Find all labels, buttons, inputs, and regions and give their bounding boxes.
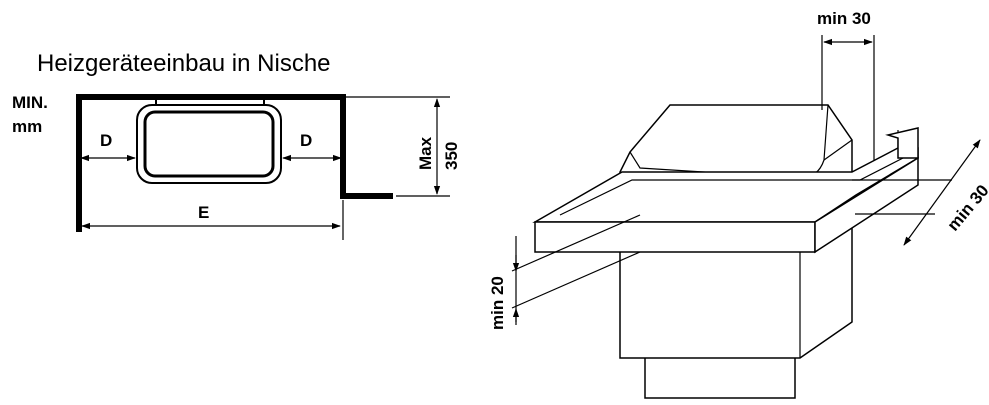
shelf-clearance-label: min 20 [488, 276, 507, 330]
min-label: MIN. [12, 93, 48, 112]
shelf-clearance-ext-bottom [511, 251, 641, 309]
side-clearance-dimension [903, 139, 981, 246]
niche-wall [76, 94, 393, 232]
shelf-inner-edge [559, 156, 906, 216]
height-label-max: Max [416, 136, 435, 170]
gap-right-label: D [300, 131, 312, 150]
shelf-front [534, 221, 816, 253]
shelf-clearance-ext-top [511, 214, 641, 272]
height-label-value: 350 [442, 142, 461, 170]
side-clearance-label: min 30 [944, 181, 989, 234]
niche-figure: Heizgeräteeinbau in Nische MIN. mm D D E… [12, 50, 461, 240]
width-label: E [198, 203, 209, 222]
unit-label: mm [12, 117, 42, 136]
gap-left-label: D [100, 131, 112, 150]
niche-title: Heizgeräteeinbau in Nische [37, 50, 331, 77]
heater-inner [143, 110, 275, 178]
heater-top-edge [823, 139, 853, 161]
shelf-figure: min 30 min 30 min 20 [488, 9, 989, 399]
heater-base [644, 356, 796, 399]
top-clearance-label: min 30 [817, 9, 871, 28]
